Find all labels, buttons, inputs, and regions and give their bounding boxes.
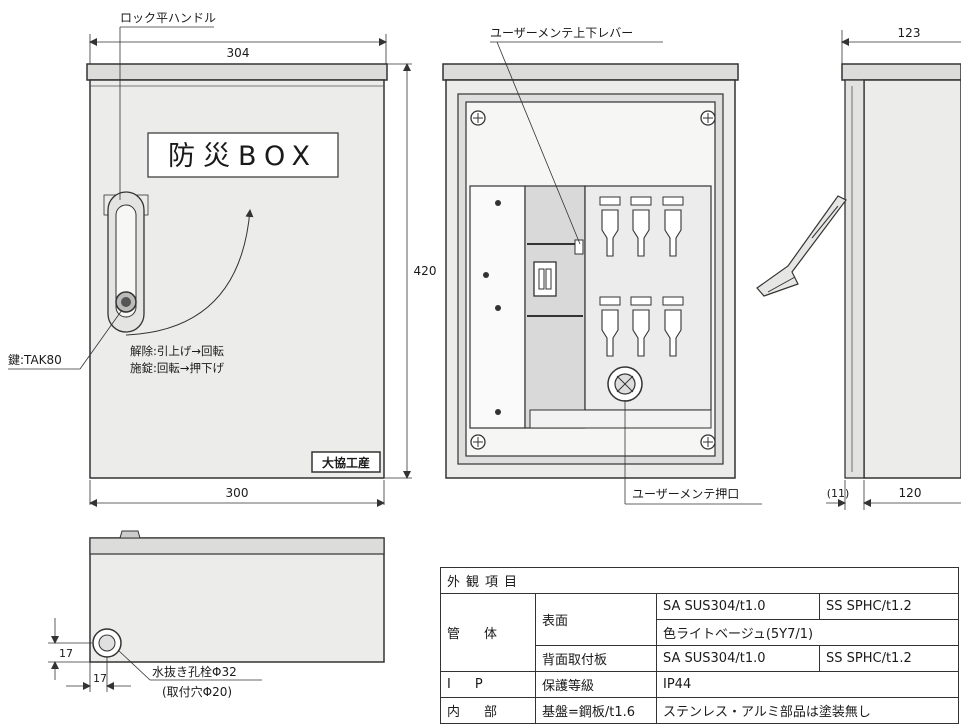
spec-protection-value: IP44	[655, 671, 960, 698]
drain-callout: 水抜き孔栓Φ32	[152, 664, 237, 679]
lock-instruction: 施錠:回転→押下げ	[130, 361, 225, 375]
push-callout: ユーザーメンテ押口	[632, 487, 739, 501]
side-handle	[756, 195, 847, 297]
dim-420: 420	[414, 264, 437, 278]
side-view: 123 (11) 120	[756, 26, 961, 510]
spec-back-plate-ss: SS SPHC/t1.2	[818, 645, 960, 672]
outlet-icon	[599, 196, 621, 257]
maker-plate-text: 大協工産	[322, 455, 370, 470]
outlet-icon	[630, 296, 652, 357]
side-body	[863, 79, 961, 479]
inner-view: ユーザーメンテ上下レバー ユーザーメンテ押口	[442, 26, 762, 505]
spec-category-body: 管体	[440, 593, 536, 672]
outlet-icon	[662, 296, 684, 357]
inner-lid	[442, 63, 739, 81]
bottom-view: 17 17 水抜き孔栓Φ32 (取付穴Φ20)	[48, 530, 385, 699]
dim-17-vertical: 17	[59, 647, 73, 660]
spec-label-surface: 表面	[535, 593, 657, 646]
spec-table: 外観項目 管体 表面 SA SUS304/t1.0 SS SPHC/t1.2 色…	[439, 567, 960, 724]
bottom-body	[89, 537, 385, 663]
front-lid	[86, 63, 388, 81]
outlet-icon	[630, 196, 652, 257]
dim-11: (11)	[827, 487, 850, 500]
outlet-icon	[599, 296, 621, 357]
outlet-icon	[662, 196, 684, 257]
spec-back-plate-sa: SA SUS304/t1.0	[656, 645, 820, 672]
screw-icon	[700, 434, 716, 450]
side-door	[844, 79, 865, 479]
side-lid	[841, 63, 961, 81]
spec-table-title: 外観項目	[439, 567, 960, 594]
key-callout: 鍵:TAK80	[8, 352, 62, 367]
maintenance-lever	[574, 239, 584, 255]
screw-icon	[700, 110, 716, 126]
drawing-canvas: 防災BOX 大協工産 ロック平ハンドル 鍵:TAK80 解除:引上げ→回転 施錠…	[8, 11, 961, 699]
spec-surface-color: 色ライトベージュ(5Y7/1)	[655, 619, 960, 646]
spec-label-base-plate: 基盤=鋼板/t1.6	[535, 697, 657, 724]
mount-hole-callout: (取付穴Φ20)	[162, 684, 232, 699]
spec-interior-note: ステンレス・アルミ部品は塗装無し	[655, 697, 960, 724]
dim-17-horizontal: 17	[93, 672, 107, 685]
bottom-lip	[89, 537, 385, 555]
push-button-icon	[607, 366, 643, 402]
handle-callout: ロック平ハンドル	[120, 11, 216, 25]
title-plate-text: 防災BOX	[168, 141, 318, 172]
spec-label-back-plate: 背面取付板	[535, 645, 657, 672]
front-view: 防災BOX 大協工産 ロック平ハンドル 鍵:TAK80 解除:引上げ→回転 施錠…	[8, 11, 437, 507]
hinge-tab	[119, 530, 141, 539]
rotation-arrow	[125, 209, 254, 336]
dim-300: 300	[226, 486, 249, 500]
dim-304: 304	[227, 46, 250, 60]
lever-callout: ユーザーメンテ上下レバー	[490, 26, 633, 40]
breaker-panel	[524, 185, 586, 429]
spec-label-protection: 保護等級	[535, 671, 657, 698]
spec-category-ip: IP	[440, 671, 536, 698]
spec-category-interior: 内部	[440, 697, 536, 724]
title-plate	[147, 132, 339, 178]
handle-recess	[115, 204, 137, 318]
breaker	[533, 261, 557, 297]
spec-surface-ss: SS SPHC/t1.2	[818, 593, 960, 620]
dim-120: 120	[899, 486, 922, 500]
spec-surface-sa: SA SUS304/t1.0	[656, 593, 820, 620]
dim-123: 123	[898, 26, 921, 40]
unlock-instruction: 解除:引上げ→回転	[130, 344, 225, 358]
screw-icon	[470, 434, 486, 450]
maker-plate	[311, 451, 381, 473]
screw-icon	[470, 110, 486, 126]
